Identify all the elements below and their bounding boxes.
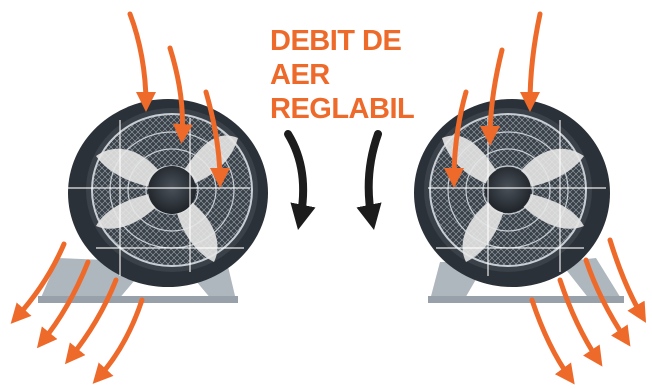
down-arrow-icon (284, 130, 316, 231)
airflow-arrow (529, 297, 575, 385)
right-fan (414, 99, 624, 303)
caption-line-1: DEBIT DE (270, 25, 402, 57)
airflow-arrow (557, 277, 603, 367)
center-down-arrows (284, 130, 382, 231)
airflow-arrow (167, 45, 193, 144)
left-exhaust-arrows (10, 241, 145, 384)
airflow-arrow (92, 297, 145, 384)
airflow-arrow (607, 237, 647, 323)
caption-line-2: AER (270, 59, 330, 91)
right-intake-arrows (444, 11, 543, 188)
airflow-arrow (583, 257, 631, 347)
left-intake-arrows (127, 11, 230, 188)
down-arrow-icon (356, 130, 382, 231)
left-fan (38, 99, 268, 303)
right-fan-hub (485, 167, 531, 213)
airflow-arrow (64, 277, 119, 365)
left-fan-hub (148, 166, 196, 214)
airflow-arrow (127, 11, 156, 112)
right-exhaust-arrows (529, 237, 647, 385)
airflow-arrow (520, 11, 543, 112)
airflow-arrow (10, 241, 67, 324)
adjustable-airflow-caption: DEBIT DE AER REGLABIL (270, 24, 415, 126)
airflow-arrow (444, 89, 469, 188)
caption-line-3: REGLABIL (270, 93, 415, 125)
airflow-arrow (203, 89, 230, 188)
airflow-arrow (36, 259, 91, 349)
airflow-arrow (480, 47, 505, 146)
